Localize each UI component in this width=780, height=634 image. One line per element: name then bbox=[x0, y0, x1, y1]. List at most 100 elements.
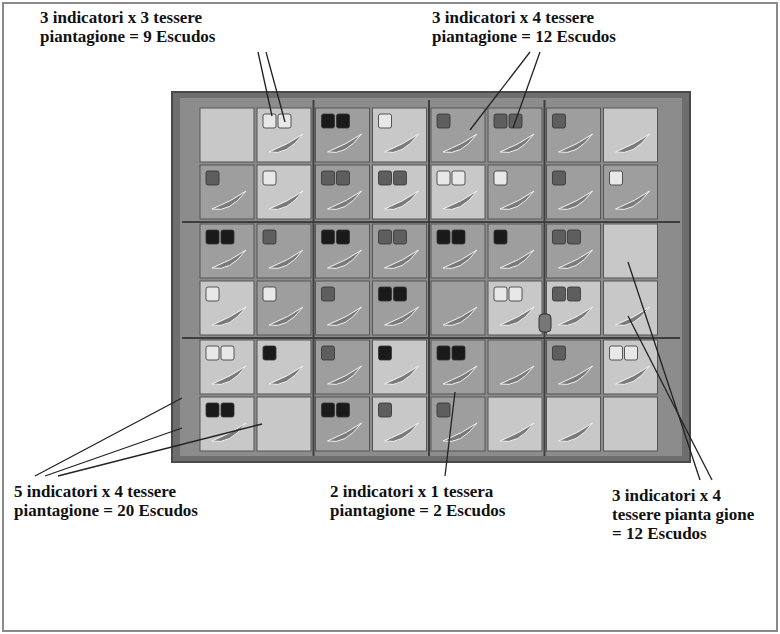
plantation-tile bbox=[257, 224, 311, 278]
plantation-tile bbox=[257, 281, 311, 335]
indicator-marker bbox=[553, 230, 566, 244]
plantation-tile bbox=[488, 397, 542, 451]
indicator-marker bbox=[263, 230, 276, 244]
indicator-marker bbox=[206, 346, 219, 360]
crop-icon bbox=[328, 366, 362, 385]
plantation-tile bbox=[488, 281, 542, 335]
indicator-marker bbox=[322, 114, 335, 128]
crop-icon bbox=[443, 250, 477, 269]
crop-icon bbox=[385, 191, 419, 210]
block-divider bbox=[182, 221, 680, 223]
indicator-marker bbox=[221, 403, 234, 417]
indicator-marker bbox=[322, 346, 335, 360]
plantation-tile bbox=[488, 340, 542, 394]
plantation-tile bbox=[316, 397, 370, 451]
crop-icon bbox=[269, 307, 303, 326]
indicator-marker bbox=[263, 346, 276, 360]
indicator-marker bbox=[494, 114, 507, 128]
plantation-tile bbox=[488, 224, 542, 278]
crop-icon bbox=[559, 134, 593, 153]
indicator-marker bbox=[379, 230, 392, 244]
crop-icon bbox=[443, 134, 477, 153]
indicator-marker bbox=[494, 287, 507, 301]
crop-icon bbox=[616, 366, 650, 385]
crop-icon bbox=[385, 366, 419, 385]
crop-icon bbox=[385, 134, 419, 153]
indicator-marker bbox=[379, 287, 392, 301]
crop-icon bbox=[500, 307, 534, 326]
indicator-marker bbox=[379, 346, 392, 360]
plantation-tile bbox=[488, 165, 542, 219]
crop-icon bbox=[559, 250, 593, 269]
indicator-marker bbox=[437, 346, 450, 360]
crop-icon bbox=[500, 366, 534, 385]
indicator-marker bbox=[553, 287, 566, 301]
crop-icon bbox=[559, 307, 593, 326]
indicator-marker bbox=[452, 171, 465, 185]
plantation-tile bbox=[257, 340, 311, 394]
indicator-marker bbox=[394, 171, 407, 185]
crop-icon bbox=[212, 307, 246, 326]
indicator-marker bbox=[494, 230, 507, 244]
plantation-tile bbox=[547, 108, 601, 162]
plantation-tile bbox=[316, 108, 370, 162]
crop-icon bbox=[269, 250, 303, 269]
indicator-marker bbox=[221, 230, 234, 244]
crop-icon bbox=[616, 134, 650, 153]
crop-icon bbox=[212, 191, 246, 210]
plantation-tile bbox=[316, 224, 370, 278]
crop-icon bbox=[385, 423, 419, 442]
board-inner bbox=[180, 98, 682, 456]
plantation-tile bbox=[373, 108, 427, 162]
indicator-marker bbox=[379, 114, 392, 128]
crop-icon bbox=[328, 307, 362, 326]
indicator-marker bbox=[221, 346, 234, 360]
plantation-tile bbox=[316, 281, 370, 335]
plantation-tile bbox=[604, 340, 658, 394]
crop-icon bbox=[616, 191, 650, 210]
callout-label: 2 indicatori x 1 tessera piantagione = 2… bbox=[330, 482, 570, 520]
indicator-marker bbox=[394, 287, 407, 301]
crop-icon bbox=[385, 307, 419, 326]
plantation-tile bbox=[373, 165, 427, 219]
plantation-tile bbox=[547, 340, 601, 394]
indicator-marker bbox=[322, 403, 335, 417]
indicator-marker bbox=[379, 171, 392, 185]
indicator-marker bbox=[206, 171, 219, 185]
plantation-tile bbox=[200, 281, 254, 335]
plantation-tile bbox=[431, 165, 485, 219]
plantation-tile bbox=[316, 340, 370, 394]
indicator-marker bbox=[553, 346, 566, 360]
plantation-tile bbox=[200, 397, 254, 451]
indicator-marker bbox=[206, 230, 219, 244]
plantation-tile bbox=[373, 224, 427, 278]
indicator-marker bbox=[610, 346, 623, 360]
crop-icon bbox=[443, 191, 477, 210]
indicator-marker bbox=[206, 403, 219, 417]
crop-icon bbox=[500, 134, 534, 153]
crop-icon bbox=[443, 366, 477, 385]
indicator-marker bbox=[337, 403, 350, 417]
outer-frame bbox=[3, 3, 777, 631]
plantation-tile bbox=[431, 397, 485, 451]
indicator-marker bbox=[437, 403, 450, 417]
crop-icon bbox=[328, 134, 362, 153]
plantation-tile bbox=[488, 108, 542, 162]
tile-grid bbox=[182, 100, 680, 456]
crop-icon bbox=[443, 307, 477, 326]
plantation-tile bbox=[547, 397, 601, 451]
indicator-marker bbox=[452, 230, 465, 244]
block-divider bbox=[544, 100, 546, 456]
indicator-marker bbox=[509, 287, 522, 301]
plantation-tile bbox=[431, 224, 485, 278]
plantation-tile bbox=[373, 340, 427, 394]
indicator-marker bbox=[610, 171, 623, 185]
plantation-tile bbox=[431, 108, 485, 162]
crop-icon bbox=[269, 191, 303, 210]
crop-icon bbox=[500, 423, 534, 442]
indicator-marker bbox=[337, 171, 350, 185]
crop-icon bbox=[559, 191, 593, 210]
indicator-marker bbox=[337, 230, 350, 244]
crop-icon bbox=[212, 366, 246, 385]
plantation-tile bbox=[604, 165, 658, 219]
